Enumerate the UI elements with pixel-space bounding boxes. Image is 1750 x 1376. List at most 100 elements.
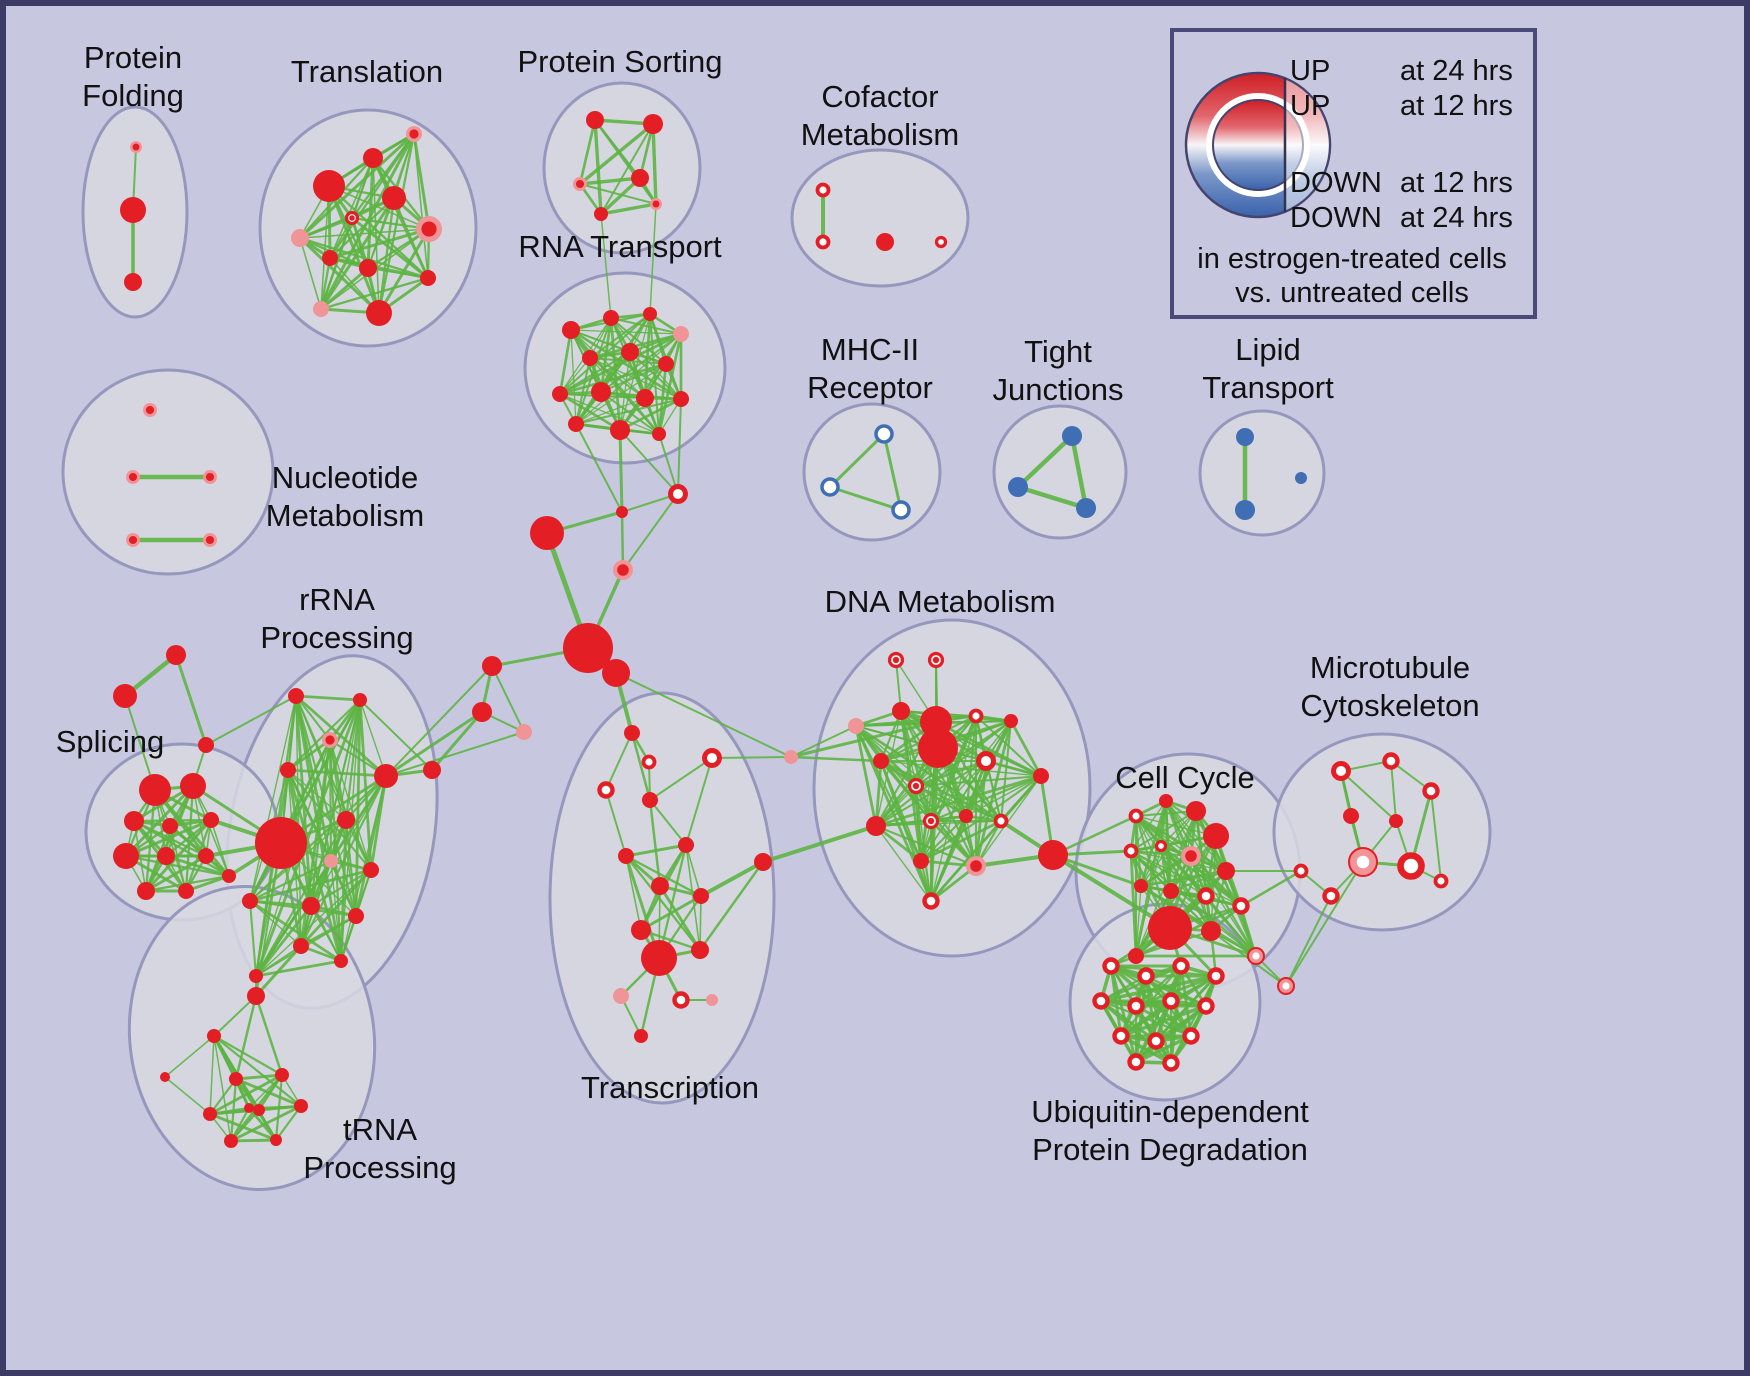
node-dot xyxy=(651,877,669,895)
node-mc2 xyxy=(1382,752,1400,770)
node-tx5 xyxy=(618,848,634,864)
node-dot xyxy=(1201,921,1221,941)
edge-tb1-tx1 xyxy=(605,732,633,791)
node-dot xyxy=(313,301,329,317)
node-tj1 xyxy=(1062,426,1082,446)
edge-ps3-ps4 xyxy=(578,176,642,186)
node-dot xyxy=(873,753,889,769)
node-dot xyxy=(617,564,629,576)
node-ps3 xyxy=(573,177,587,191)
node-tp3 xyxy=(160,1072,170,1082)
node-dot xyxy=(691,941,709,959)
edge-mc11-mc6 xyxy=(1285,861,1364,987)
node-tr1 xyxy=(313,170,345,202)
cluster-label-cofactor-metabolism: Metabolism xyxy=(801,117,960,152)
node-dm13 xyxy=(866,816,886,836)
node-dot xyxy=(421,221,437,237)
node-ps1 xyxy=(586,111,604,129)
edge-rr2-rr9 xyxy=(358,698,373,872)
node-rr9 xyxy=(363,862,379,878)
node-dot xyxy=(642,792,658,808)
edge-ch6-ch8 xyxy=(430,710,484,772)
node-ring xyxy=(891,500,911,520)
cluster-transcription xyxy=(548,691,776,1105)
node-tj3 xyxy=(1076,498,1096,518)
edge-rt11-rt13 xyxy=(575,398,682,425)
node-lt2 xyxy=(1235,500,1255,520)
edge-rr1-rr2 xyxy=(294,694,362,702)
edge-tx2-tx6 xyxy=(648,798,662,888)
node-dot xyxy=(128,472,138,482)
node-dot xyxy=(293,938,309,954)
edge-tp8-tp9 xyxy=(229,1104,303,1143)
node-dot xyxy=(160,1072,170,1082)
cluster-label-protein-folding: Protein xyxy=(84,40,182,75)
edge-rr8-rr10 xyxy=(248,859,333,903)
node-dot xyxy=(621,343,639,361)
node-dot xyxy=(313,170,345,202)
node-rr2 xyxy=(353,693,367,707)
edge-tx1-tx5 xyxy=(605,789,627,857)
node-dot xyxy=(325,735,335,745)
node-tr8 xyxy=(322,250,338,266)
node-dot xyxy=(1389,814,1403,828)
cluster-label-rrna-processing: rRNA xyxy=(299,582,375,617)
node-cc13 xyxy=(1201,921,1221,941)
node-dot xyxy=(366,300,392,326)
node-dot xyxy=(244,1103,254,1113)
node-ring xyxy=(1154,839,1168,853)
edge-rt11-rt12 xyxy=(618,397,683,432)
nodes xyxy=(113,111,1449,1148)
edge-rt10-rt13 xyxy=(575,397,646,425)
node-rr4 xyxy=(280,762,296,778)
edge-mh1-mh2 xyxy=(828,432,886,489)
cluster-label-protein-sorting: Protein Sorting xyxy=(517,44,722,79)
node-dot xyxy=(876,233,894,251)
node-cm3 xyxy=(876,233,894,251)
edge-rt4-rt13 xyxy=(575,333,682,425)
node-dot xyxy=(363,862,379,878)
legend-direction-label: DOWN xyxy=(1290,167,1382,199)
node-tr12 xyxy=(420,270,436,286)
node-dot xyxy=(294,1099,308,1113)
edge-dm11-dm13 xyxy=(874,759,988,828)
edge-rt8-rt14 xyxy=(559,393,660,435)
node-dot xyxy=(120,197,146,223)
node-rt5 xyxy=(582,350,598,366)
node-tb2 xyxy=(641,754,657,770)
node-nm2 xyxy=(126,470,140,484)
node-ub13 xyxy=(1162,1054,1180,1072)
node-dot xyxy=(575,179,585,189)
node-dot xyxy=(166,645,186,665)
edge-dm12-dm13 xyxy=(874,774,1043,828)
edge-tp5-tp11 xyxy=(248,1074,283,1109)
node-tp9 xyxy=(224,1134,238,1148)
node-ring xyxy=(934,235,948,249)
edge-rr4-rr5 xyxy=(286,768,388,778)
cluster-label-trna-processing: Processing xyxy=(303,1150,456,1185)
legend-direction-label: UP xyxy=(1290,55,1330,87)
node-dot xyxy=(162,818,178,834)
node-dot xyxy=(673,326,689,342)
node-dot xyxy=(203,1107,217,1121)
node-cc1 xyxy=(1128,808,1144,824)
edge-rr2-rr5 xyxy=(359,699,387,777)
cluster-cofactor-metabolism xyxy=(790,148,970,288)
edge-sp3-sp11 xyxy=(132,819,231,878)
node-dot xyxy=(912,782,920,790)
edge-rr1-rr12 xyxy=(294,694,358,918)
node-dot xyxy=(591,382,611,402)
edge-rt2-rt12 xyxy=(609,316,622,432)
node-rt13 xyxy=(568,416,584,432)
node-dm1 xyxy=(887,651,905,669)
cluster-label-cell-cycle: Cell Cycle xyxy=(1115,760,1255,795)
edge-ch6-rr5 xyxy=(384,710,484,778)
edge-rr9-rr11 xyxy=(309,868,373,908)
node-dot xyxy=(678,837,694,853)
legend-caption: vs. untreated cells xyxy=(1235,277,1469,309)
edge-rr7-rr9 xyxy=(344,818,373,872)
node-ring xyxy=(1197,887,1215,905)
edge-tp5-tp6 xyxy=(208,1073,284,1116)
edge-rr7-rr15 xyxy=(254,818,348,978)
